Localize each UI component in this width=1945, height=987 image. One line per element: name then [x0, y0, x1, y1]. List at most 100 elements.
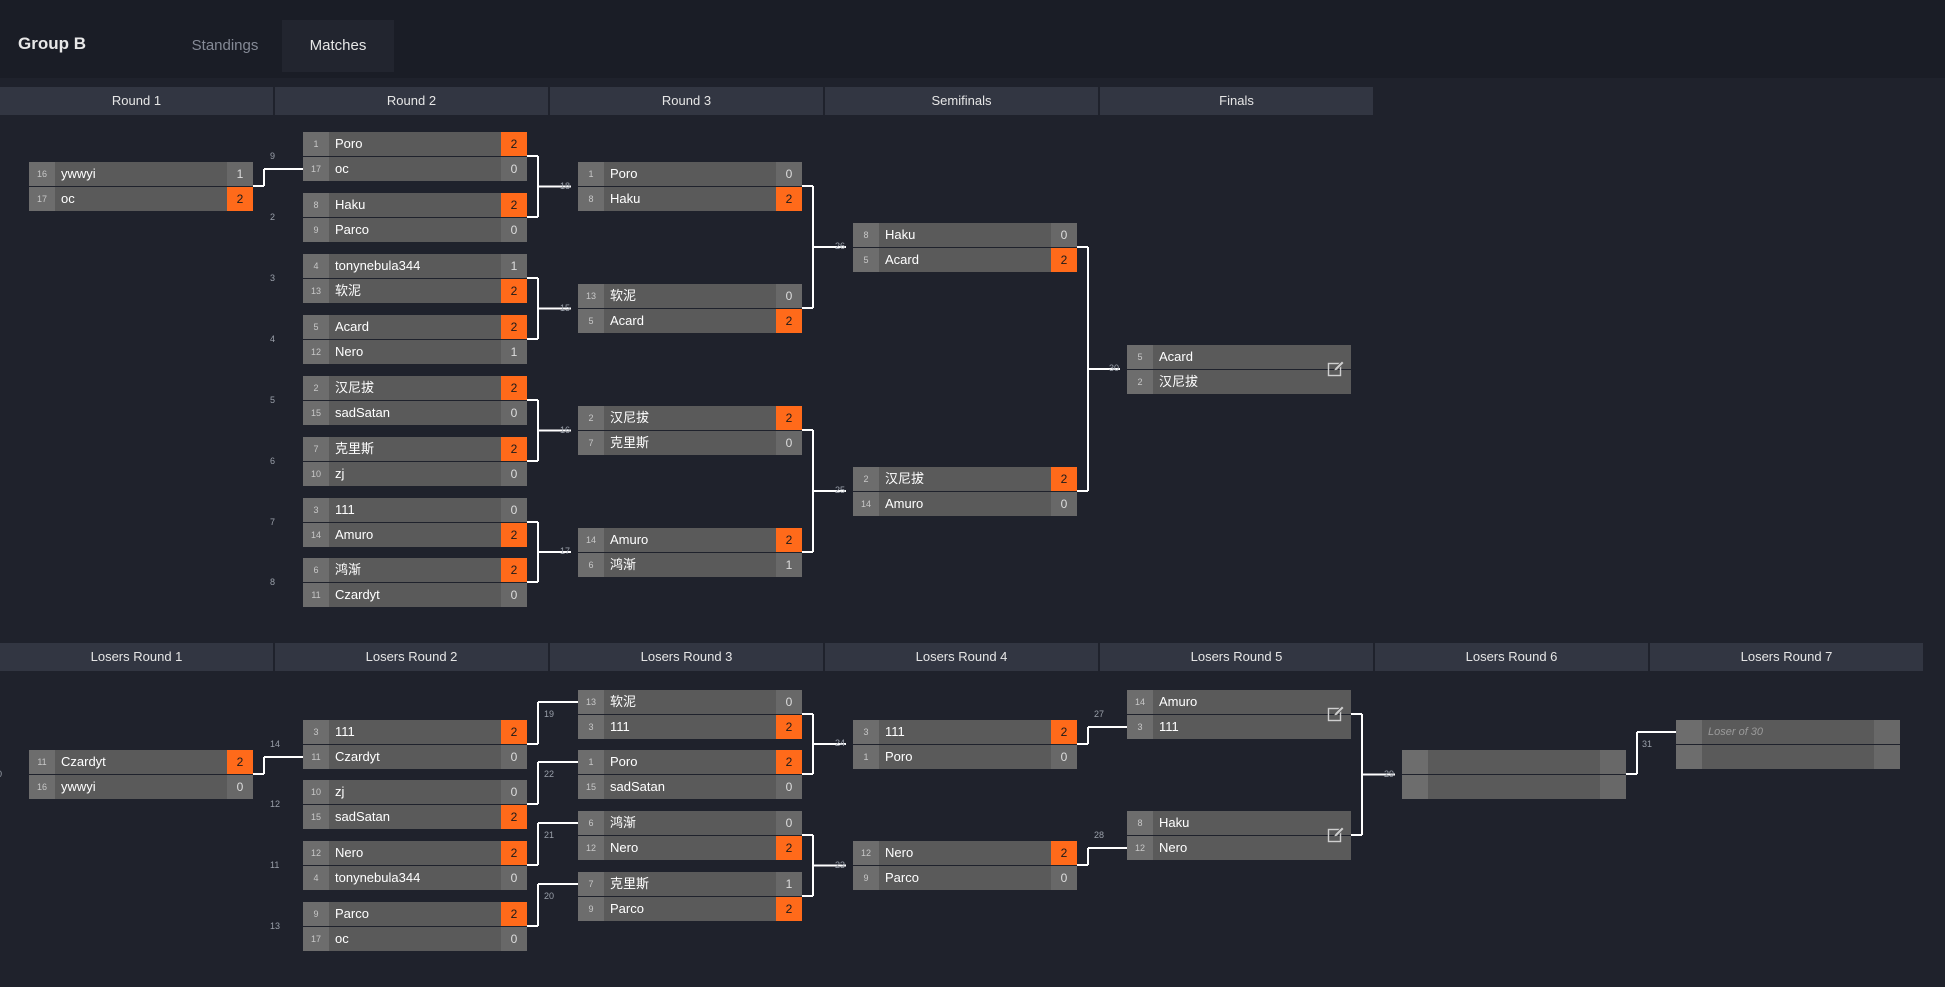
tab-matches[interactable]: Matches: [282, 20, 394, 72]
edit-icon[interactable]: [1327, 360, 1345, 378]
seed-number: 1: [578, 750, 604, 774]
match-slot-bottom[interactable]: [1676, 745, 1900, 769]
tab-standings[interactable]: Standings: [191, 37, 259, 54]
player-name: Haku: [335, 197, 366, 212]
edit-icon[interactable]: [1327, 705, 1345, 723]
edit-icon[interactable]: [1327, 826, 1345, 844]
match-slot-top[interactable]: Loser of 30: [1676, 720, 1900, 744]
match-slot-top[interactable]: [1402, 750, 1626, 774]
match-29[interactable]: [1402, 750, 1626, 799]
match-slot-bottom[interactable]: [1402, 775, 1626, 799]
match-31[interactable]: Loser of 30: [1676, 720, 1900, 769]
